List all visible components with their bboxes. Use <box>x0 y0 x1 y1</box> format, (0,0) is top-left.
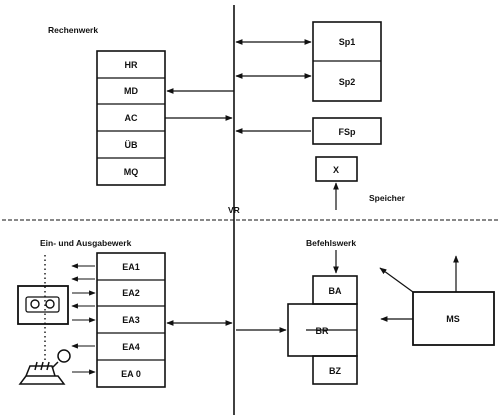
storage-x-box: X <box>315 156 358 182</box>
register-ac: AC <box>125 113 138 123</box>
rechenwerk-register-stack: HR MD AC ÜB MQ <box>96 50 166 186</box>
befehlswerk-label: Befehlswerk <box>306 238 356 248</box>
storage-fsp: FSp <box>339 127 357 137</box>
register-hr: HR <box>125 60 138 70</box>
ea-register-stack: EA1 EA2 EA3 EA4 EA 0 <box>96 252 166 388</box>
register-md: MD <box>124 86 138 96</box>
register-ea0: EA 0 <box>121 369 141 379</box>
vr-label: VR <box>228 205 240 215</box>
ms-label: MS <box>446 314 460 324</box>
ea-device-arrows <box>71 263 96 375</box>
ein-ausgabewerk-label: Ein- und Ausgabewerk <box>40 238 132 248</box>
register-ea4: EA4 <box>122 342 140 352</box>
speicher-label: Speicher <box>369 193 406 203</box>
ms-box: MS <box>412 291 495 346</box>
tape-reel-unit-icon <box>17 285 69 325</box>
register-ub: ÜB <box>125 140 138 150</box>
register-br: BR <box>316 326 329 336</box>
teleprinter-icon <box>18 349 71 385</box>
rechenwerk-label: Rechenwerk <box>48 25 98 35</box>
storage-x: X <box>333 165 339 175</box>
storage-fsp-box: FSp <box>312 117 382 145</box>
speicher-sp-stack: Sp1 Sp2 <box>312 21 382 102</box>
register-ba: BA <box>329 286 342 296</box>
storage-sp2: Sp2 <box>339 77 356 87</box>
storage-sp1: Sp1 <box>339 37 356 47</box>
register-ea1: EA1 <box>122 262 140 272</box>
register-ea2: EA2 <box>122 288 140 298</box>
register-ea3: EA3 <box>122 315 140 325</box>
arrow-ms-out-diagonal <box>379 267 414 293</box>
register-bz: BZ <box>329 366 341 376</box>
register-mq: MQ <box>124 167 139 177</box>
